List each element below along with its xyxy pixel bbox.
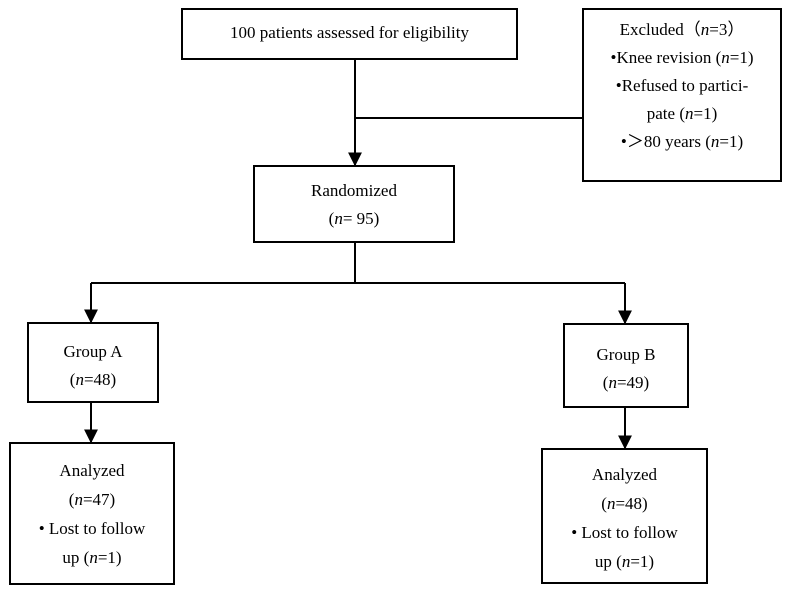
excluded-item-age: •＞80 years (n=1): [620, 132, 744, 151]
randomized-box: Randomized (n= 95): [253, 165, 455, 243]
analyzed-b-label: Analyzed: [591, 465, 658, 484]
analyzed-a-lost-line2: up (n=1): [62, 548, 122, 567]
group-a-label: Group A: [63, 342, 123, 361]
group-a-count: (n=48): [69, 370, 117, 389]
excluded-item-refused-cont: pate (n=1): [646, 104, 718, 123]
group-b-box: Group B (n=49): [563, 323, 689, 408]
group-b-count: (n=49): [602, 373, 650, 392]
analyzed-a-label: Analyzed: [59, 461, 125, 480]
analyzed-b-box: Analyzed (n=48) • Lost to follow up (n=1…: [541, 448, 708, 584]
excluded-box: Excluded（n=3） •Knee revision (n=1) •Refu…: [582, 8, 782, 182]
assessed-text: 100 patients assessed for eligibility: [230, 23, 469, 42]
analyzed-a-box: Analyzed (n=47) • Lost to follow up (n=1…: [9, 442, 175, 585]
assessed-box: 100 patients assessed for eligibility: [181, 8, 518, 60]
group-a-box: Group A (n=48): [27, 322, 159, 403]
analyzed-b-count: (n=48): [601, 494, 648, 513]
excluded-item-refused: •Refused to partici-: [615, 76, 749, 95]
analyzed-b-lost-line2: up (n=1): [594, 552, 655, 571]
excluded-title: Excluded（n=3）: [619, 20, 745, 39]
randomized-count: (n= 95): [328, 209, 380, 228]
group-b-label: Group B: [596, 345, 656, 364]
randomized-label: Randomized: [311, 181, 397, 200]
analyzed-b-lost-line1: • Lost to follow: [571, 523, 678, 542]
analyzed-a-lost-line1: • Lost to follow: [38, 519, 146, 538]
excluded-item-knee-revision: •Knee revision (n=1): [610, 48, 754, 67]
analyzed-a-count: (n=47): [68, 490, 116, 509]
